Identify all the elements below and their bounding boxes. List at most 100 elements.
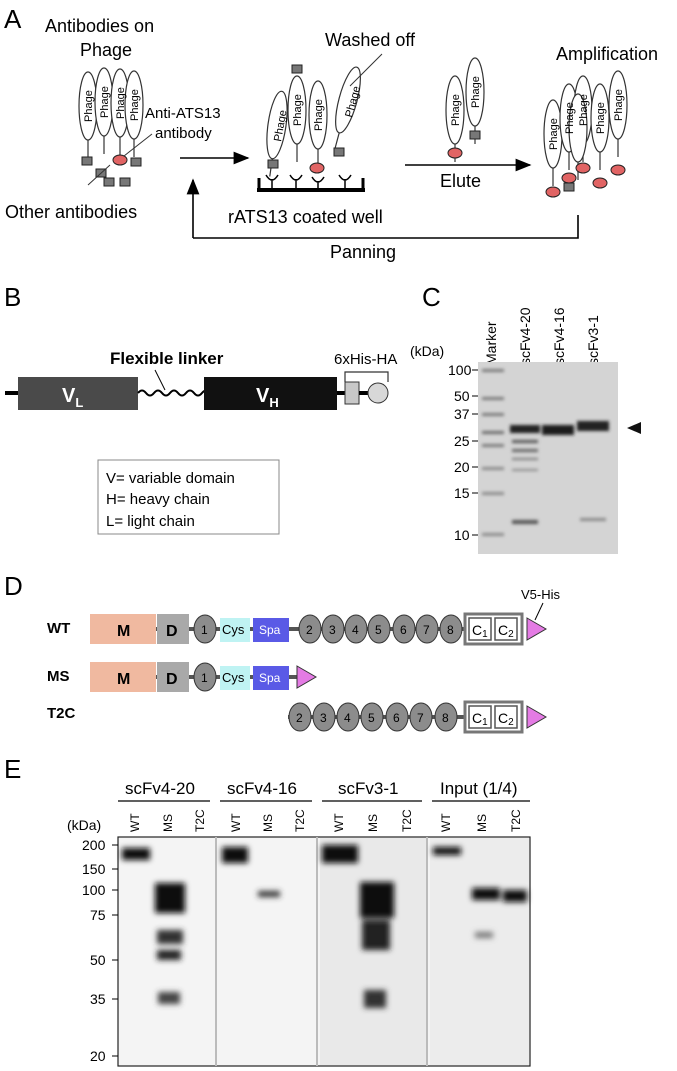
- d-label: D: [166, 671, 178, 688]
- panning-label: Panning: [330, 242, 396, 262]
- marker-10: 10: [454, 527, 470, 543]
- m-label: M: [117, 671, 130, 688]
- marker-20: 20: [90, 1048, 106, 1064]
- tsp-label: 7: [417, 711, 424, 725]
- anti-ats13-label-line1: Anti-ATS13: [145, 105, 221, 122]
- phage-text: Phage: [450, 94, 462, 126]
- row-ms-label: MS: [47, 668, 70, 685]
- tsp-label: 6: [393, 711, 400, 725]
- panel-d: D V5-His WT MS T2C M D 1 Cys Spa 2 3 4 5…: [4, 571, 561, 734]
- phage-text: Phage: [313, 99, 325, 131]
- marker-75: 75: [90, 907, 106, 923]
- panel-c-unit: (kDa): [410, 343, 444, 359]
- lane-wt: WT: [229, 813, 243, 832]
- elute-label: Elute: [440, 171, 481, 191]
- antibodies-on-phage-line2: Phage: [80, 40, 132, 60]
- tsp-label: 8: [447, 623, 454, 637]
- panel-a-letter: A: [4, 4, 22, 34]
- arrowhead-indicator: [627, 422, 641, 434]
- svg-text:C1: C1: [472, 622, 488, 640]
- tsp-label: 5: [375, 623, 382, 637]
- tsp-label: 2: [306, 623, 313, 637]
- lane-ms: MS: [366, 814, 380, 832]
- gel-c-bands: [482, 369, 609, 536]
- tsp-label: 1: [201, 671, 208, 685]
- phage-cluster-input: Phage Phage Phage Phage: [78, 67, 153, 187]
- coated-well: Phage Phage Phage Phage: [257, 53, 383, 192]
- lane-scfv4-20: scFv4-20: [517, 307, 533, 365]
- phage-text: Phage: [292, 94, 304, 126]
- row-t2c-label: T2C: [47, 705, 76, 722]
- lane-ms: MS: [475, 814, 489, 832]
- blot-bands: [122, 845, 527, 1008]
- panel-e-letter: E: [4, 754, 21, 784]
- lane-marker: Marker: [483, 321, 499, 365]
- legend-line-2: H= heavy chain: [106, 491, 210, 508]
- phage-text: Phage: [613, 89, 625, 121]
- v5his-label: V5-His: [521, 587, 561, 602]
- vl-domain: [18, 377, 138, 410]
- group-scfv4-16: scFv4-16: [227, 779, 297, 798]
- row-wt-label: WT: [47, 620, 70, 637]
- ms-construct: M D 1 Cys Spa: [90, 662, 317, 692]
- eluted-phages: Phage Phage: [405, 57, 532, 172]
- lane-scfv3-1: scFv3-1: [585, 315, 601, 365]
- tsp-label: 7: [423, 623, 430, 637]
- cys-label: Cys: [222, 622, 245, 637]
- phage-text: Phage: [595, 102, 607, 134]
- lane-scfv4-16: scFv4-16: [551, 307, 567, 365]
- m-label: M: [117, 623, 130, 640]
- lane-ms: MS: [161, 814, 175, 832]
- marker-100: 100: [82, 882, 106, 898]
- lane-t2c: T2C: [400, 809, 414, 832]
- wt-tsp-repeats: 2 3 4 5 6 7 8: [298, 614, 463, 644]
- lane-wt: WT: [332, 813, 346, 832]
- panel-c-letter: C: [422, 282, 441, 312]
- flexible-linker-label: Flexible linker: [110, 349, 224, 368]
- spa-label: Spa: [259, 671, 281, 685]
- panel-e: E scFv4-20 scFv4-16 scFv3-1 Input (1/4) …: [4, 754, 531, 1067]
- tsp-label: 8: [442, 711, 449, 725]
- cys-label: Cys: [222, 670, 245, 685]
- tsp-label: 2: [296, 711, 303, 725]
- legend-line-3: L= light chain: [106, 513, 195, 530]
- e-markers: 200 150 100 75 50 35 20: [82, 837, 106, 1064]
- marker-100: 100: [448, 362, 472, 378]
- panel-e-unit: (kDa): [67, 817, 101, 833]
- lane-t2c: T2C: [193, 809, 207, 832]
- vh-label: VH: [256, 385, 279, 410]
- vh-domain: [204, 377, 337, 410]
- legend-line-1: V= variable domain: [106, 470, 235, 487]
- phage-text: Phage: [115, 87, 127, 119]
- panel-b: B Flexible linker 6xHis-HA VL VH V= vari…: [4, 282, 397, 535]
- other-antibodies-label: Other antibodies: [5, 202, 137, 222]
- phage-text: Phage: [548, 118, 560, 150]
- spa-label: Spa: [259, 623, 281, 637]
- ha-tag-circle: [367, 382, 389, 404]
- t2c-construct: 2 3 4 5 6 7 8 C1 C2: [288, 700, 547, 734]
- amplified-phages: Phage Phage Phage Phage Phage: [543, 70, 628, 198]
- panel-a: A Antibodies on Phage Washed off Amplifi…: [4, 4, 658, 262]
- lane-wt: WT: [439, 813, 453, 832]
- panel-b-letter: B: [4, 282, 21, 312]
- lane-t2c: T2C: [293, 809, 307, 832]
- marker-37: 37: [454, 406, 470, 422]
- tag-label: 6xHis-HA: [334, 351, 397, 368]
- svg-text:C2: C2: [498, 710, 514, 728]
- tsp-label: 6: [400, 623, 407, 637]
- vl-label: VL: [62, 385, 83, 410]
- tsp-label: 3: [329, 623, 336, 637]
- tsp-label: 4: [344, 711, 351, 725]
- anti-ats13-label-line2: antibody: [155, 125, 212, 142]
- svg-text:C2: C2: [498, 622, 514, 640]
- tsp-label: 1: [201, 623, 208, 637]
- svg-text:C1: C1: [472, 710, 488, 728]
- legend-box: [97, 459, 280, 535]
- group-scfv3-1: scFv3-1: [338, 779, 398, 798]
- marker-15: 15: [454, 485, 470, 501]
- tsp-label: 4: [352, 623, 359, 637]
- lane-ms: MS: [261, 814, 275, 832]
- phage-text: Phage: [272, 109, 289, 142]
- panel-c: C (kDa) Marker scFv4-20 scFv4-16 scFv3-1: [410, 282, 641, 554]
- antibodies-on-phage-line1: Antibodies on: [45, 16, 154, 36]
